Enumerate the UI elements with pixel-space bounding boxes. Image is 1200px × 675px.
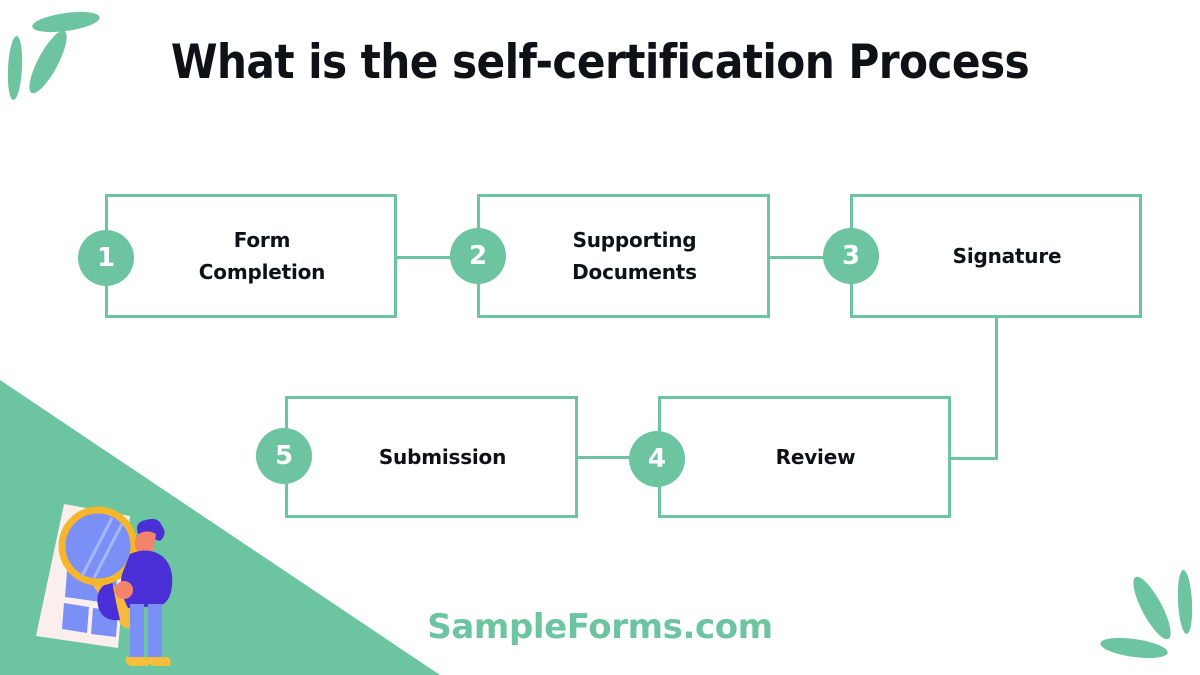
- site-wordmark: SampleForms.com: [427, 607, 773, 647]
- magnifier-lens-icon: [58, 506, 138, 586]
- step-label-form-completion: Form Completion: [198, 228, 326, 284]
- connector-step2-to-step3: [770, 256, 852, 259]
- connector-step3-to-step4-vertical: [995, 318, 998, 460]
- step-badge-2[interactable]: 2: [450, 228, 506, 284]
- step-label-review: Review: [775, 445, 856, 469]
- step-label-supporting-documents: Supporting Documents: [572, 228, 697, 284]
- connector-step1-to-step2: [397, 256, 479, 259]
- person-figure-icon: [115, 518, 173, 666]
- illustration-person-with-magnifier: [8, 498, 198, 673]
- step-label-submission: Submission: [378, 445, 507, 469]
- connector-step4-to-step5: [578, 456, 658, 459]
- step-box-signature[interactable]: Signature: [850, 194, 1142, 318]
- step-badge-3[interactable]: 3: [823, 228, 879, 284]
- step-box-form-completion[interactable]: Form Completion: [105, 194, 397, 318]
- step-badge-5[interactable]: 5: [256, 428, 312, 484]
- step-box-supporting-documents[interactable]: Supporting Documents: [477, 194, 770, 318]
- step-box-submission[interactable]: Submission: [285, 396, 578, 518]
- step-badge-4[interactable]: 4: [629, 431, 685, 487]
- step-box-review[interactable]: Review: [658, 396, 951, 518]
- step-badge-1[interactable]: 1: [78, 230, 134, 286]
- step-label-signature: Signature: [952, 244, 1062, 268]
- page-title: What is the self-certification Process: [170, 35, 1030, 90]
- connector-step3-to-step4-horizontal: [948, 457, 998, 460]
